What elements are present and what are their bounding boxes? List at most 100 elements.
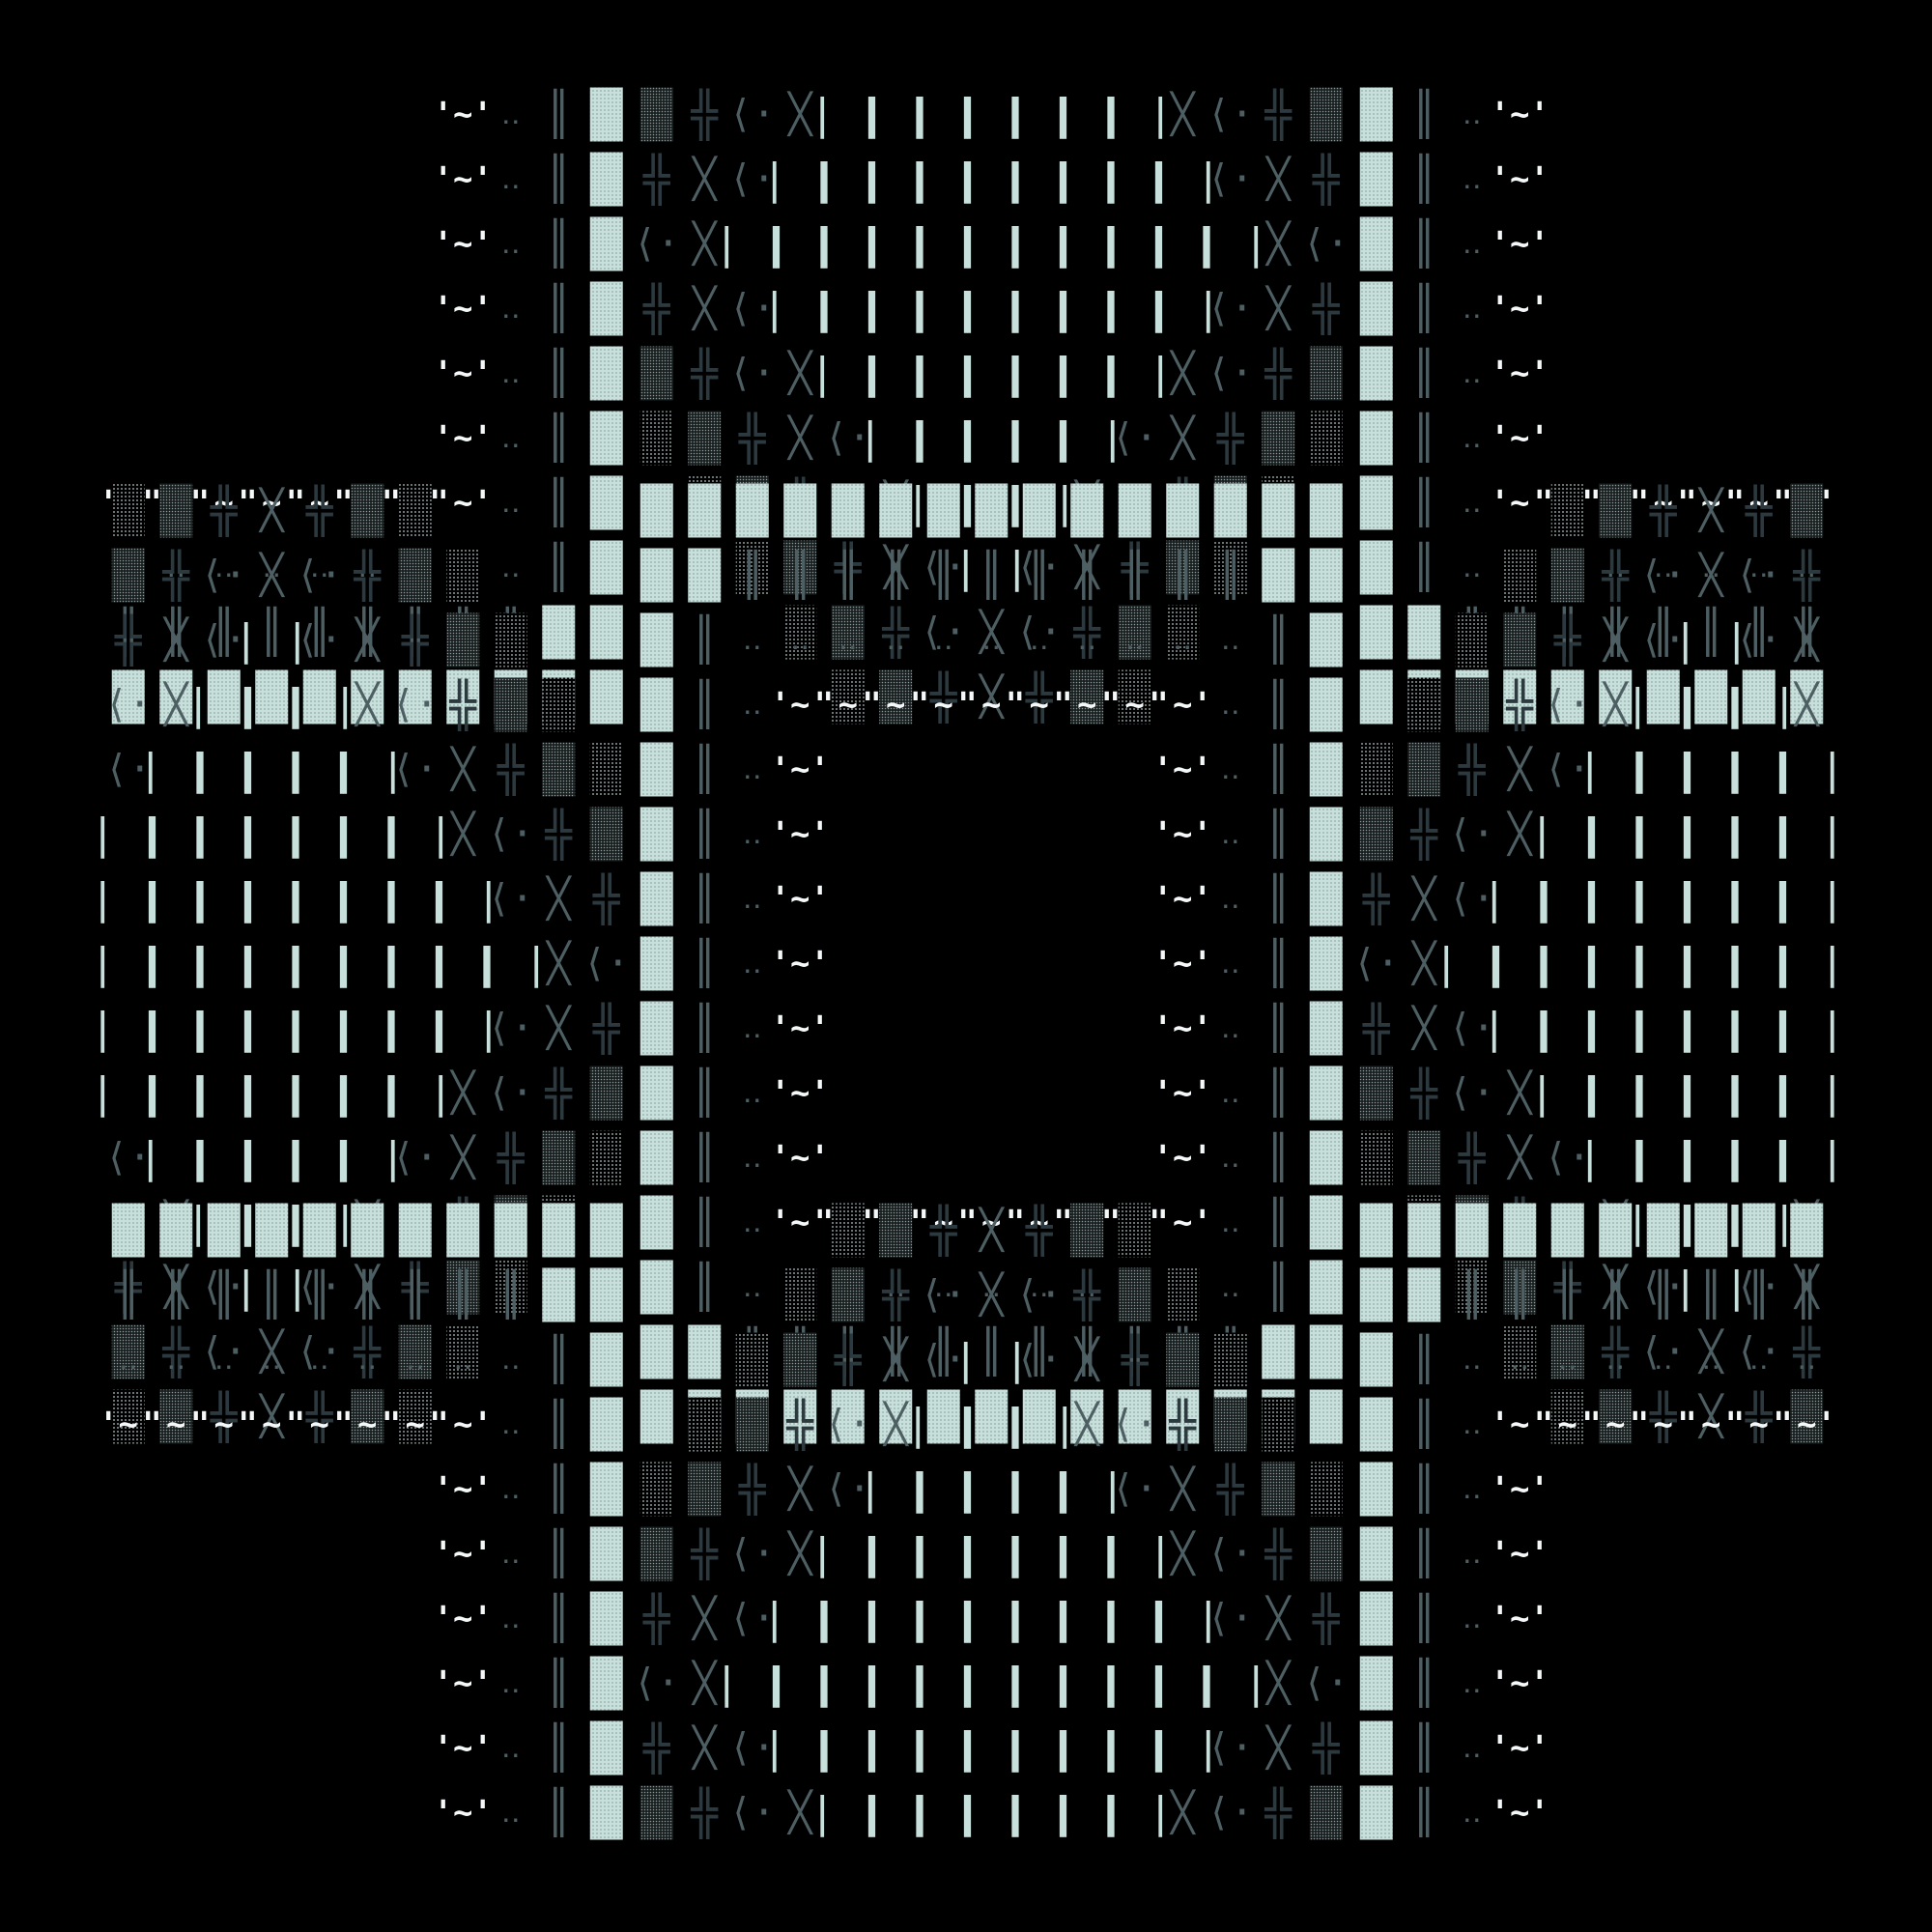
dotted-block: [1070, 1203, 1104, 1258]
double-bar-glyph: ║: [1651, 1268, 1677, 1320]
bracket-x-glyph: ⟨·: [921, 611, 967, 655]
tilde-wave-glyph: '~': [1634, 1406, 1692, 1444]
bracket-x-glyph: ╳: [258, 552, 285, 598]
bright-bar-glyph: | |: [1482, 1004, 1558, 1053]
double-dot-glyph: ‥: [1463, 486, 1482, 520]
double-dot-glyph: ‥: [501, 162, 521, 196]
bracket-x-glyph: ╳: [545, 875, 572, 922]
bright-bar-glyph: | |: [1625, 810, 1701, 859]
tilde-wave-glyph: '~': [434, 1794, 493, 1833]
bright-block: [589, 411, 623, 466]
bright-block: [1309, 742, 1343, 797]
dotted-block: [351, 483, 384, 538]
tilde-wave-glyph: '~': [1491, 96, 1549, 134]
double-bar-glyph: ║: [692, 613, 718, 665]
bright-bar-glyph: | |: [1769, 939, 1845, 988]
bright-bar-glyph: | |: [138, 939, 214, 988]
bracket-x-glyph: ╳: [978, 1207, 1005, 1253]
bright-block: [1359, 540, 1393, 595]
dotted-block: [639, 346, 673, 401]
bright-block: [639, 871, 673, 926]
bright-bar-glyph: | |: [1001, 284, 1077, 333]
dotted-block: [1359, 1130, 1393, 1185]
bright-block: [1503, 669, 1537, 724]
bright-bar-glyph: | |: [714, 1659, 790, 1708]
dotted-block: [688, 411, 722, 466]
double-dot-glyph: ‥: [310, 551, 329, 584]
double-dot-glyph: ‥: [1221, 688, 1240, 722]
double-dot-glyph: ‥: [1463, 292, 1482, 326]
bright-bar-glyph: | |: [810, 1723, 886, 1773]
double-bar-glyph: ║: [1794, 606, 1820, 657]
tilde-wave-glyph: '~': [1491, 1406, 1549, 1444]
cross-glyph: ╬: [690, 1527, 718, 1581]
double-dot-glyph: ‥: [743, 1011, 762, 1045]
bright-block: [1166, 483, 1200, 538]
cross-glyph: ╬: [1362, 1002, 1390, 1056]
bright-block: [1359, 1720, 1393, 1776]
bright-bar-glyph: | |: [1049, 1788, 1125, 1837]
bright-block: [1359, 1397, 1393, 1452]
cross-glyph: ╬: [1362, 872, 1390, 926]
double-bar-glyph: ║: [692, 678, 718, 729]
bracket-x-glyph: ⟨·: [1736, 1330, 1782, 1375]
double-dot-glyph: ‥: [262, 1343, 281, 1377]
bright-block: [1022, 1389, 1056, 1444]
bright-bar-glyph: | |: [138, 1004, 214, 1053]
double-dot-glyph: ‥: [357, 551, 377, 584]
bracket-x-glyph: ⟨·: [634, 1662, 680, 1706]
double-dot-glyph: ‥: [1221, 753, 1240, 786]
bracket-x-glyph: ⟨·: [1736, 554, 1782, 598]
bright-bar-glyph: | |: [1577, 745, 1654, 794]
double-bar-glyph: ║: [1507, 1268, 1533, 1320]
bright-block: [926, 483, 960, 538]
bright-bar-glyph: | |: [810, 284, 886, 333]
double-bar-glyph: ║: [1074, 1325, 1100, 1377]
bright-bar-glyph: | |: [1529, 1068, 1605, 1118]
double-dot-glyph: ‥: [1463, 1796, 1482, 1830]
bright-bar-glyph: | |: [1577, 810, 1654, 859]
cross-glyph: ╬: [1025, 1204, 1053, 1258]
bright-bar-glyph: | |: [1673, 1068, 1749, 1118]
dotted-block: [1166, 605, 1200, 660]
double-bar-glyph: ║: [1603, 1268, 1629, 1320]
bracket-x-glyph: ⟨·: [634, 222, 680, 267]
bracket-x-glyph: ⟨·: [1545, 683, 1591, 727]
bracket-x-glyph: ⟨·: [1208, 287, 1254, 331]
double-dot-glyph: ‥: [1463, 1537, 1482, 1571]
bracket-x-glyph: ⟨·: [921, 1338, 967, 1382]
double-bar-glyph: ║: [1265, 1002, 1292, 1053]
double-bar-glyph: ║: [979, 1325, 1005, 1377]
bright-bar-glyph: | |: [1145, 284, 1221, 333]
bracket-x-glyph: ╳: [1793, 681, 1820, 727]
dotted-block: [735, 540, 769, 595]
bright-bar-glyph: | |: [1145, 155, 1221, 204]
tilde-wave-glyph: '~': [1491, 1794, 1549, 1833]
cross-glyph: ╬: [642, 1721, 670, 1776]
bright-bar-glyph: | |: [1577, 1004, 1654, 1053]
bracket-x-glyph: ⟨·: [1545, 748, 1591, 792]
tilde-wave-glyph: '~': [1153, 751, 1212, 789]
cross-glyph: ╬: [642, 1592, 670, 1646]
double-bar-glyph: ║: [546, 217, 572, 269]
bright-bar-glyph: | |: [1769, 874, 1845, 923]
cross-glyph: ╬: [1553, 613, 1581, 668]
bright-block: [1309, 483, 1343, 538]
bright-bar-glyph: | |: [90, 1068, 166, 1118]
dotted-block: [1550, 1324, 1584, 1379]
bright-block: [589, 669, 623, 724]
tilde-wave-glyph: '~': [1153, 686, 1212, 724]
bright-block: [589, 475, 623, 530]
bracket-x-glyph: ⟨·: [1449, 812, 1495, 857]
cross-glyph: ╬: [592, 1002, 620, 1056]
bracket-x-glyph: ⟨·: [729, 1791, 776, 1835]
bright-bar-glyph: | |: [90, 810, 166, 859]
tilde-wave-glyph: '~': [1682, 484, 1741, 523]
dotted-block: [494, 1260, 527, 1315]
tilde-wave-glyph: '~': [1058, 686, 1117, 724]
double-bar-glyph: ║: [979, 549, 1005, 600]
bracket-x-glyph: ╳: [1602, 681, 1629, 727]
bracket-x-glyph: ╳: [691, 285, 718, 331]
double-bar-glyph: ║: [1460, 1268, 1486, 1320]
tilde-wave-glyph: '~': [771, 945, 830, 983]
